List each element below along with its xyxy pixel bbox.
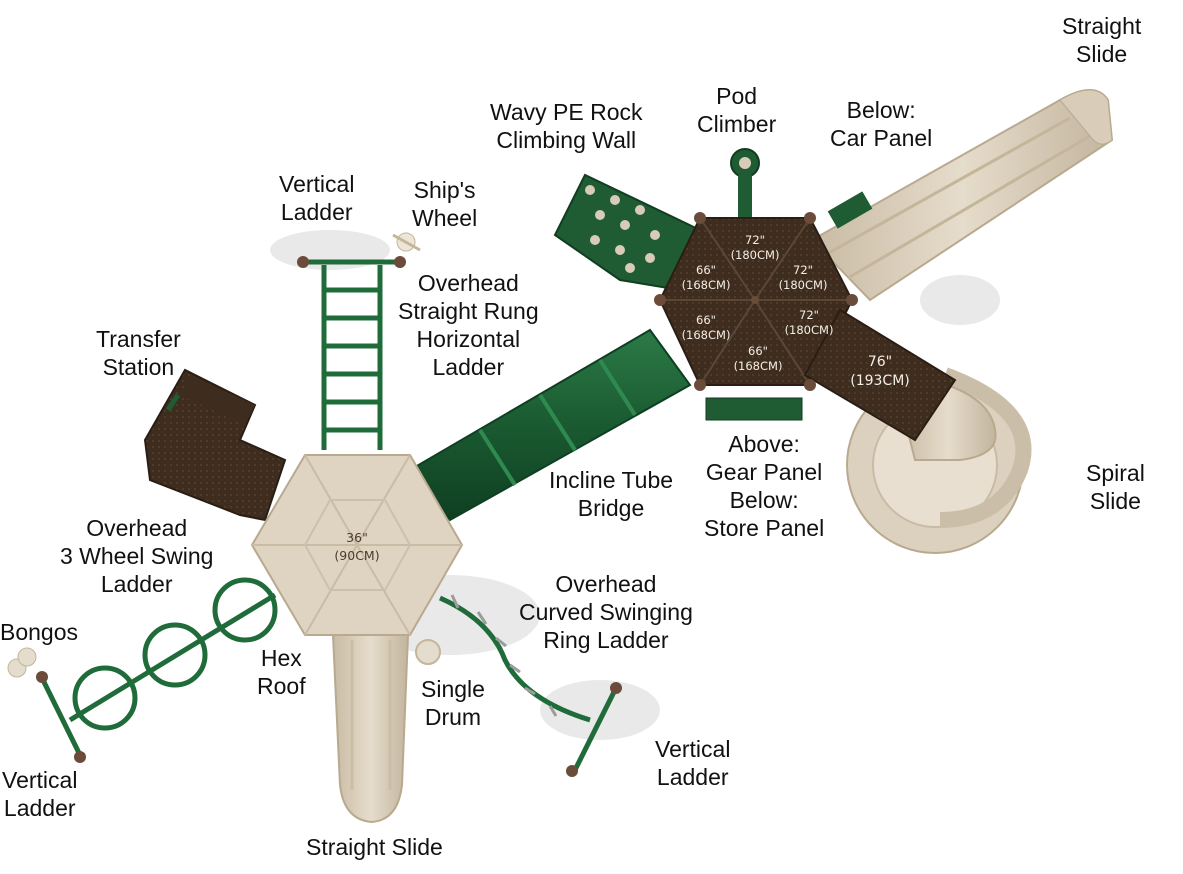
label-car-panel: Below:Car Panel [830, 97, 933, 151]
deck-lower-right-dim-line2: (180CM) [785, 323, 834, 337]
deck-top-dim-line1: 72" [745, 233, 765, 247]
bongos-shape [7, 647, 37, 678]
deck-upper-left-dim-line2: (168CM) [682, 278, 731, 292]
roof-dim-line2: (90CM) [334, 548, 379, 563]
hex-roof-shape [250, 454, 464, 636]
deck-lower-right-dim-line1: 72" [799, 308, 819, 322]
single-drum-shape [415, 639, 441, 665]
deck-lower-left-dim-line2: (168CM) [682, 328, 731, 342]
vertical-ladder-right [572, 688, 618, 772]
vertical-ladder-top [300, 259, 402, 450]
main-deck-tower [553, 148, 957, 442]
straight-slide-top-right [810, 89, 1114, 302]
ships-wheel [392, 232, 421, 252]
three-wheel-swing-ladder [39, 577, 278, 757]
deck-bottom-dim-line2: (168CM) [734, 359, 783, 373]
label-straight-slide-bottom: Straight Slide [306, 834, 443, 860]
straight-slide-bottom [331, 634, 410, 824]
transfer-station [143, 368, 287, 522]
deck-lower-left-dim-line1: 66" [696, 313, 716, 327]
deck-top-dim-line2: (180CM) [731, 248, 780, 262]
deck-upper-right-dim-line2: (180CM) [779, 278, 828, 292]
ramp-dim-line1: 76" [868, 354, 892, 370]
incline-tube-bridge [408, 328, 692, 522]
roof-dim-line1: 36" [346, 530, 368, 545]
ramp-dim-line2: (193CM) [850, 373, 910, 389]
deck-upper-left-dim-line1: 66" [696, 263, 716, 277]
curved-ring-ladder [438, 594, 591, 723]
deck-bottom-dim-line1: 66" [748, 344, 768, 358]
label-bongos: Bongos [0, 619, 79, 645]
deck-dimensions: 36" (90CM) 72" (180CM) 72" (180CM) 66" (… [334, 233, 909, 563]
deck-upper-right-dim-line1: 72" [793, 263, 813, 277]
